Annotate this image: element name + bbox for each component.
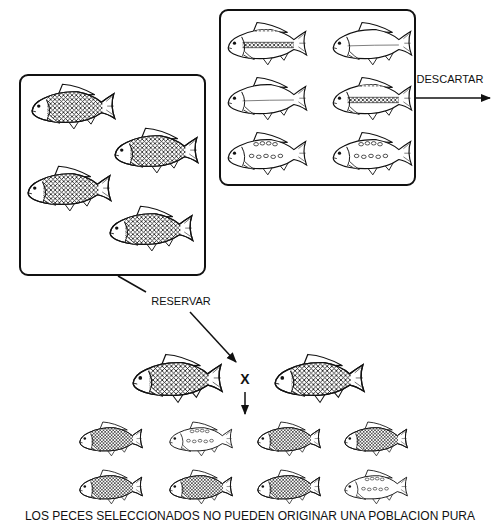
leather-carp [333, 23, 411, 65]
parent-carp [133, 355, 222, 403]
leather-carp [228, 78, 306, 120]
mirror-carp [228, 133, 306, 175]
offspring-carp [345, 422, 408, 456]
offspring-carp [258, 470, 321, 504]
offspring-arrow [244, 392, 246, 414]
offspring-carp [170, 470, 233, 504]
offspring-carp [170, 422, 233, 456]
cross-symbol: X [240, 371, 249, 387]
scaled-carp [28, 166, 111, 211]
reserve-line [118, 276, 146, 292]
parent-carp [275, 355, 364, 403]
line-carp [228, 23, 306, 65]
mirror-carp [333, 133, 411, 175]
discard-arrow [415, 97, 490, 99]
offspring-carp [258, 422, 321, 456]
offspring-carp [345, 470, 408, 504]
action-label: DESCARTAR [417, 73, 484, 86]
offspring-carp [80, 470, 143, 504]
scaled-carp [110, 206, 193, 251]
scaled-carp [115, 128, 198, 173]
reserve-arrow [190, 312, 236, 362]
offspring-carp [80, 422, 143, 456]
discard-box [220, 10, 415, 185]
action-label: RESERVAR [151, 295, 211, 308]
reserve-box [20, 75, 205, 275]
caption: LOS PECES SELECCIONADOS NO PUEDEN ORIGIN… [25, 510, 475, 524]
scaled-carp [32, 84, 115, 129]
line-carp [333, 78, 411, 120]
